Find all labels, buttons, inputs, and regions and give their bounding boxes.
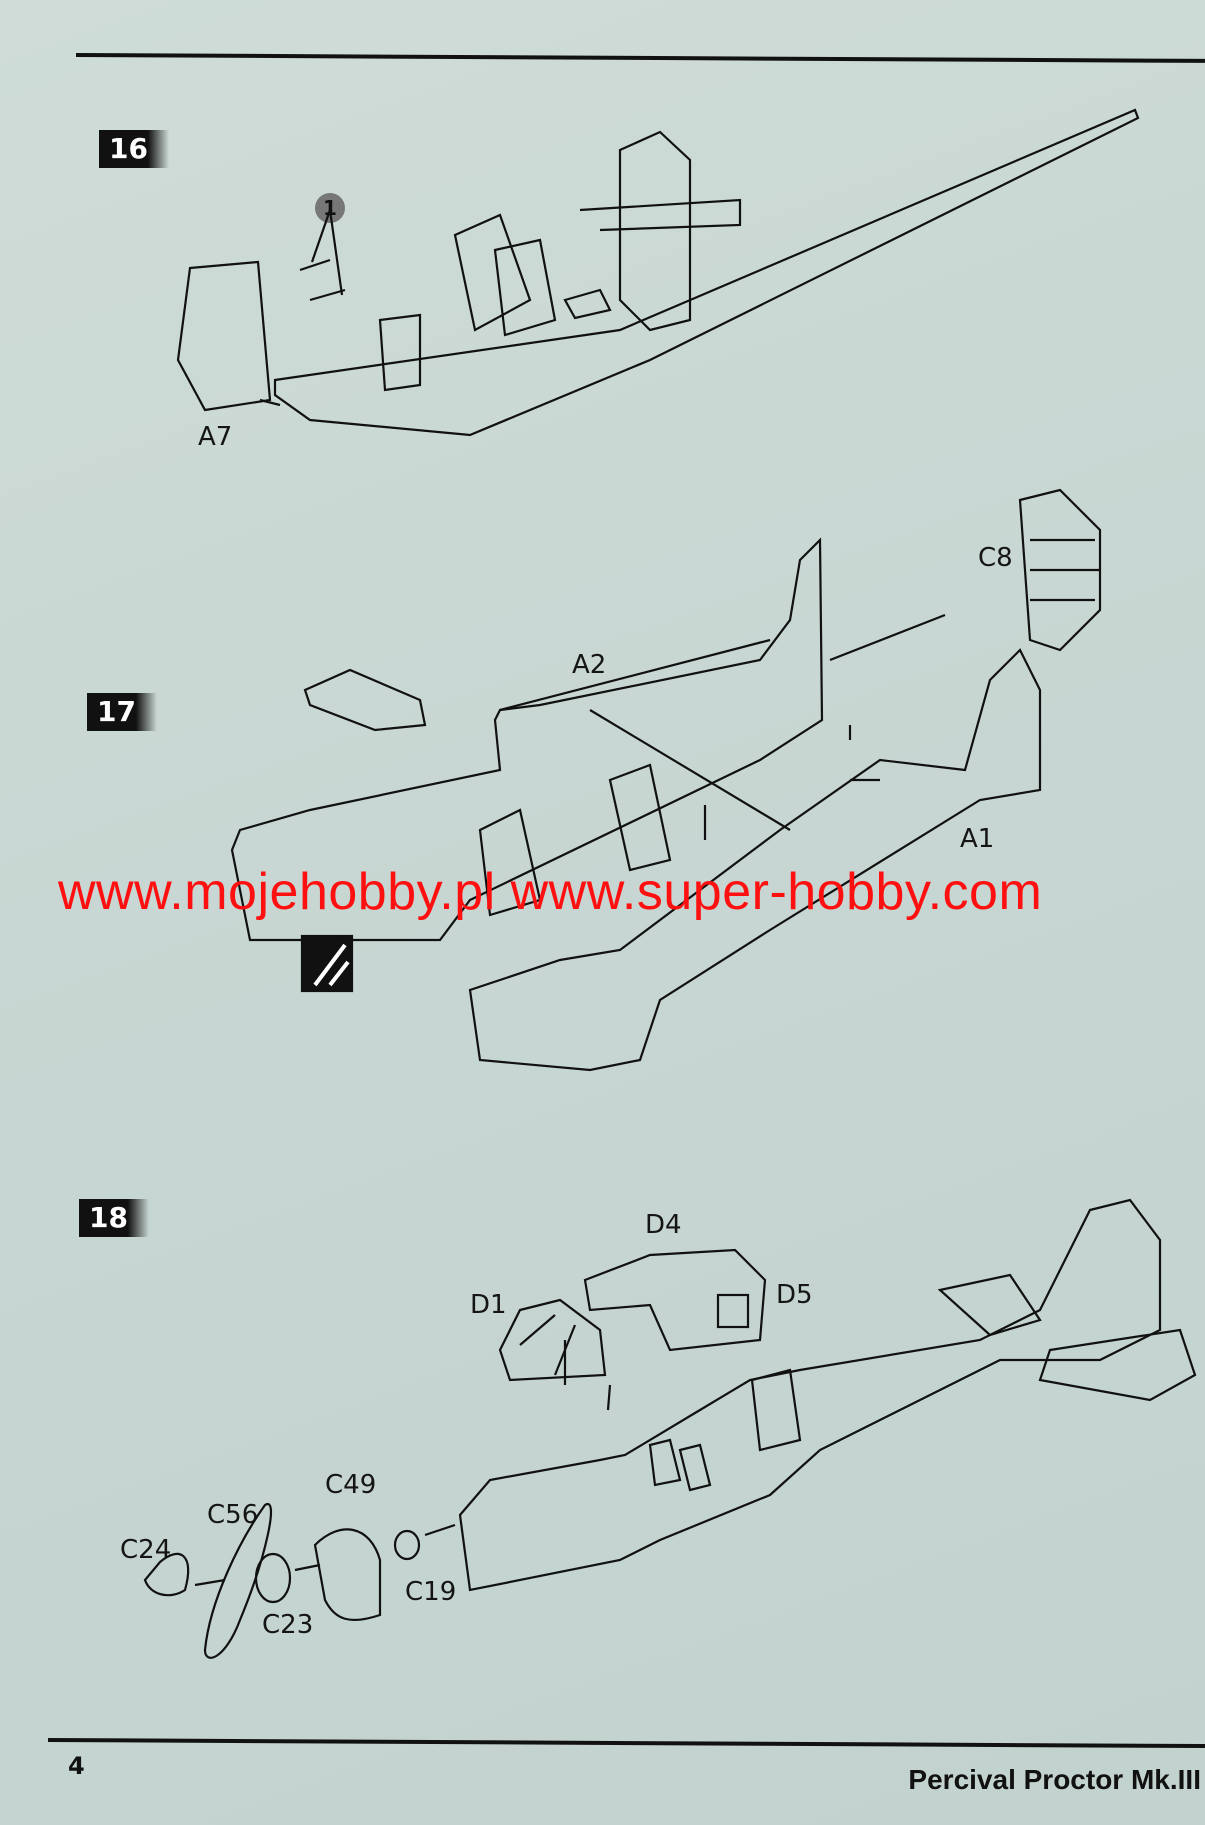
part-label-c23: C23 [262, 1610, 314, 1640]
step-16-drawing [176, 108, 1140, 437]
kit-title: Percival Proctor Mk.III [908, 1764, 1201, 1795]
part-label-a1: A1 [960, 824, 995, 854]
part-label-d5: D5 [776, 1280, 813, 1310]
part-label-c8: C8 [978, 543, 1013, 573]
watermark: www.mojehobby.pl www.super-hobby.com [58, 863, 1043, 921]
part-label-a2: A2 [572, 650, 607, 680]
callout-1: 1 [315, 193, 345, 223]
part-label-d4: D4 [645, 1210, 682, 1240]
part-label-d1: D1 [470, 1290, 507, 1320]
step-16-badge: 16 [99, 130, 169, 168]
part-label-a7: A7 [198, 422, 233, 452]
part-label-c49: C49 [325, 1470, 377, 1500]
step-18-drawing [143, 1198, 1197, 1659]
page-number: 4 [68, 1752, 85, 1780]
step-17-badge: 17 [87, 693, 157, 731]
step-18-badge: 18 [79, 1199, 149, 1237]
step-17-drawing [230, 488, 1102, 1072]
part-label-c56: C56 [207, 1500, 259, 1530]
part-label-c19: C19 [405, 1577, 457, 1607]
